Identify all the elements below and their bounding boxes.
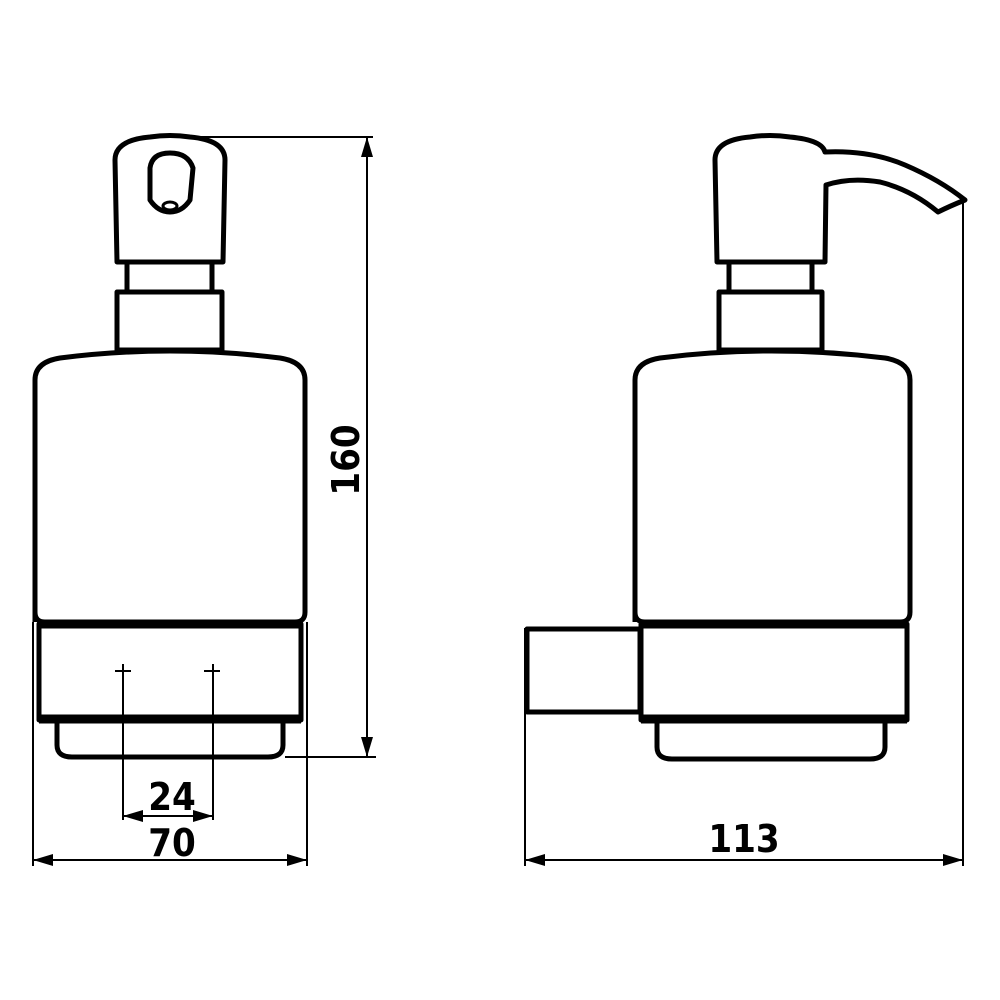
bottle-body [632, 348, 913, 625]
front-view: 24 70 160 [32, 133, 376, 866]
pump-collar [726, 259, 815, 295]
dim-label-160: 160 [324, 424, 368, 495]
mount-crosshair-right [204, 664, 220, 820]
bottle-body [32, 348, 308, 625]
base-ring [638, 621, 910, 723]
dim-extension-113 [524, 200, 964, 866]
dim-label-113: 113 [708, 817, 779, 861]
nozzle-hole [161, 200, 179, 212]
nozzle-outlet [147, 150, 196, 215]
bottom-cup [54, 722, 286, 760]
dim-label-24: 24 [148, 775, 196, 819]
pump-neck [114, 289, 225, 353]
pump-head-with-spout [712, 133, 968, 265]
dim-extension-70 [32, 622, 308, 866]
wall-bracket [524, 626, 643, 715]
dim-extension-160 [200, 136, 376, 758]
bottom-cup [654, 722, 888, 762]
dim-label-70: 70 [148, 821, 196, 865]
mount-crosshair-left [115, 664, 131, 820]
pump-head [112, 133, 228, 265]
pump-neck [716, 289, 825, 353]
side-view: 113 [524, 133, 968, 866]
base-ring [36, 621, 304, 723]
pump-collar [124, 259, 215, 295]
